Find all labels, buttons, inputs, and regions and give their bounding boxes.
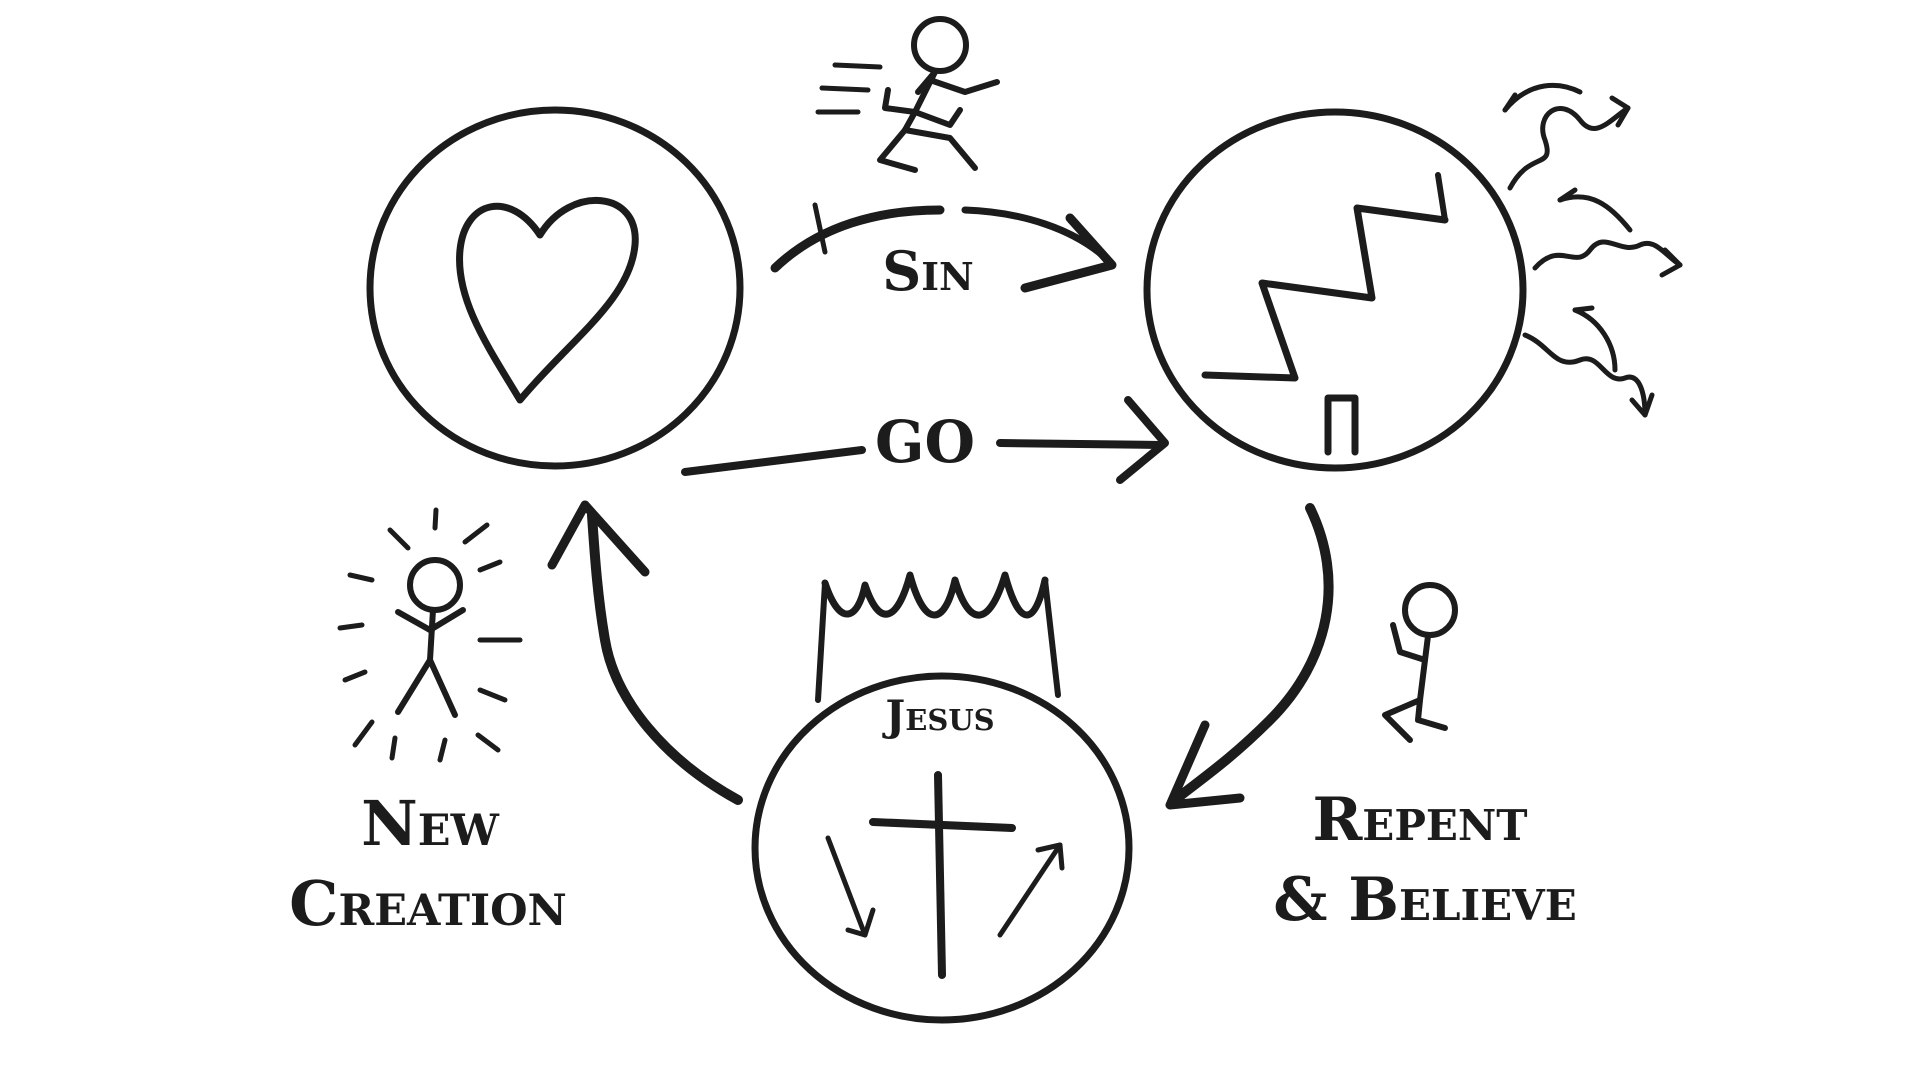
repent-believe-label: Repent & Believe: [1273, 785, 1577, 935]
heart-icon: [456, 197, 639, 404]
brokenness-circle: [1143, 108, 1527, 472]
scatter-arrows-icon: [1502, 82, 1683, 418]
go-arrow: GO: [681, 396, 1169, 484]
crown-icon: [815, 571, 1061, 703]
jesus-circle: Jesus: [751, 672, 1133, 1024]
radiance-rays: [337, 507, 523, 763]
go-label: GO: [875, 408, 975, 476]
cross-icon: [825, 771, 1065, 979]
design-circle: [366, 106, 744, 470]
new-creation-arrow: [547, 500, 743, 805]
new-creation-label: New Creation: [289, 787, 567, 940]
sin-arrow: Sin: [770, 202, 1117, 303]
new-creation-line2: Creation: [289, 867, 567, 940]
zigzag-crack-icon: [1201, 172, 1449, 456]
new-creation-line1: New: [361, 787, 499, 860]
repent-line2: & Believe: [1273, 865, 1577, 935]
sin-label: Sin: [882, 239, 974, 303]
repent-arrow: [1165, 503, 1334, 810]
running-person-icon: [815, 16, 1000, 173]
kneeling-person-icon: [1382, 582, 1458, 743]
jesus-label: Jesus: [881, 691, 994, 740]
radiant-person-icon: [337, 507, 523, 763]
repent-line1: Repent: [1312, 785, 1527, 855]
